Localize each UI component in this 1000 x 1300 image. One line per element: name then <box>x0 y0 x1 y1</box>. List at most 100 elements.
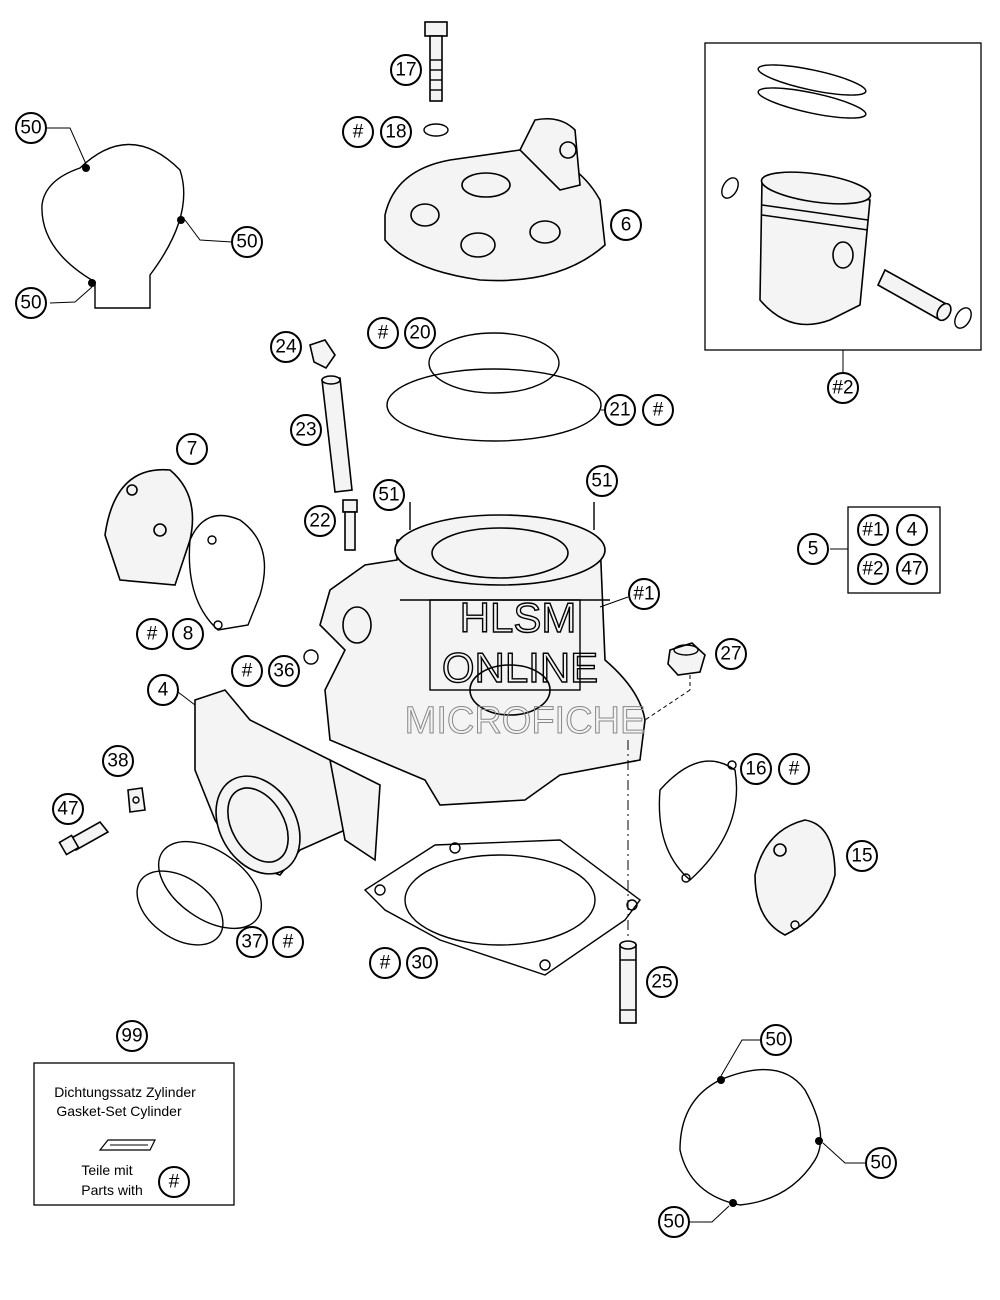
cylinder <box>319 514 646 806</box>
callout-16-hash: # <box>778 753 810 785</box>
callout-21: 21 <box>604 394 636 426</box>
svg-text:4: 4 <box>907 520 918 541</box>
callout-50-upper-b: 50 <box>231 226 263 258</box>
svg-text:37: 37 <box>241 932 262 953</box>
svg-text:#: # <box>242 661 253 682</box>
brand-logo <box>98 1139 156 1151</box>
hose-nipple <box>342 499 358 551</box>
svg-text:47: 47 <box>901 559 922 580</box>
callout-18: 18 <box>380 116 412 148</box>
svg-text:50: 50 <box>20 118 41 139</box>
callout-24: 24 <box>270 331 302 363</box>
svg-text:#1: #1 <box>862 520 883 541</box>
callout-20-hash: # <box>367 317 399 349</box>
callout-30: 30 <box>406 947 438 979</box>
side-cover-15 <box>754 819 836 936</box>
watermark: HLSM ONLINE MICROFICHE <box>404 593 646 742</box>
watermark-line2: ONLINE <box>442 644 598 691</box>
callout-22: 22 <box>304 505 336 537</box>
cover-gasket-16 <box>658 760 738 883</box>
water-hose <box>321 375 353 493</box>
dowel-pin <box>619 940 637 1024</box>
callout-36-hash: # <box>231 655 263 687</box>
callout-50-lower-b: 50 <box>865 1147 897 1179</box>
callout-5-hash2: #2 <box>857 553 889 585</box>
cylinder-head-bolt <box>424 21 448 102</box>
svg-text:16: 16 <box>745 759 766 780</box>
svg-text:4: 4 <box>158 680 169 701</box>
intake-o-ring-small <box>136 870 224 946</box>
callout-8: 8 <box>172 618 204 650</box>
callout-50-lower-c: 50 <box>658 1206 690 1238</box>
callout-38: 38 <box>102 745 134 777</box>
callout-51-right: 51 <box>586 465 618 497</box>
intake-flange <box>194 689 381 876</box>
kit-note-de: Teile mit <box>81 1162 132 1178</box>
callout-6: 6 <box>610 209 642 241</box>
svg-text:17: 17 <box>395 60 416 81</box>
callout-5-4: 4 <box>896 514 928 546</box>
hose-fitting <box>309 339 336 370</box>
exhaust-cover <box>104 468 194 586</box>
callout-2: #2 <box>827 372 859 404</box>
callout-37: 37 <box>236 926 268 958</box>
callout-51-left: 51 <box>373 479 405 511</box>
svg-text:51: 51 <box>378 485 399 506</box>
piston-pin-clip-right <box>954 307 972 329</box>
gasket-set-box: Dichtungssatz Zylinder Gasket-Set Cylind… <box>33 1062 235 1206</box>
svg-text:27: 27 <box>720 644 741 665</box>
callout-50-lower-a: 50 <box>760 1024 792 1056</box>
cylinder-nut <box>667 642 706 676</box>
svg-text:23: 23 <box>295 420 316 441</box>
kit-note-en: Parts with <box>81 1182 142 1198</box>
callout-47: 47 <box>52 793 84 825</box>
callout-50-upper-a: 50 <box>15 112 47 144</box>
callout-5-hash1: #1 <box>857 514 889 546</box>
piston <box>759 171 872 326</box>
cylinder-studs <box>409 502 595 530</box>
head-o-ring-large <box>386 368 602 442</box>
callout-30-hash: # <box>369 947 401 979</box>
svg-text:24: 24 <box>275 337 297 358</box>
callout-5-47: 47 <box>896 553 928 585</box>
kit-title-de: Dichtungssatz Zylinder <box>54 1084 196 1100</box>
svg-text:#: # <box>789 759 800 780</box>
callout-1: #1 <box>628 578 660 610</box>
svg-text:#: # <box>147 624 158 645</box>
callout-36: 36 <box>268 655 300 687</box>
callout-kit-hash: # <box>158 1166 190 1198</box>
svg-text:50: 50 <box>236 232 257 253</box>
lock-plate-38 <box>127 787 146 813</box>
cylinder-head <box>384 117 606 282</box>
callout-5: 5 <box>797 533 829 565</box>
callout-16: 16 <box>740 753 772 785</box>
svg-text:20: 20 <box>409 323 430 344</box>
svg-text:#: # <box>653 400 664 421</box>
callout-8-hash: # <box>136 618 168 650</box>
piston-rings <box>757 64 867 119</box>
cover-gasket-upper <box>41 127 233 309</box>
piston-pin <box>876 268 952 322</box>
head-o-ring-small <box>428 332 560 394</box>
svg-text:15: 15 <box>851 846 872 867</box>
callout-27: 27 <box>715 638 747 670</box>
kit-5-frame <box>847 506 941 594</box>
callout-17: 17 <box>390 54 422 86</box>
svg-text:50: 50 <box>870 1153 891 1174</box>
svg-text:50: 50 <box>663 1212 684 1233</box>
svg-text:#: # <box>169 1172 180 1193</box>
svg-text:#: # <box>380 953 391 974</box>
cover-gasket-lower <box>679 1039 865 1223</box>
svg-text:7: 7 <box>187 439 198 460</box>
callout-20: 20 <box>404 317 436 349</box>
svg-text:25: 25 <box>651 972 672 993</box>
svg-text:22: 22 <box>309 511 330 532</box>
callout-18-hash: # <box>342 116 374 148</box>
svg-text:#: # <box>378 323 389 344</box>
svg-text:#2: #2 <box>832 378 853 399</box>
svg-text:50: 50 <box>20 293 41 314</box>
svg-text:5: 5 <box>808 539 819 560</box>
washer <box>423 123 449 137</box>
svg-text:#: # <box>353 122 364 143</box>
callout-4: 4 <box>147 674 179 706</box>
